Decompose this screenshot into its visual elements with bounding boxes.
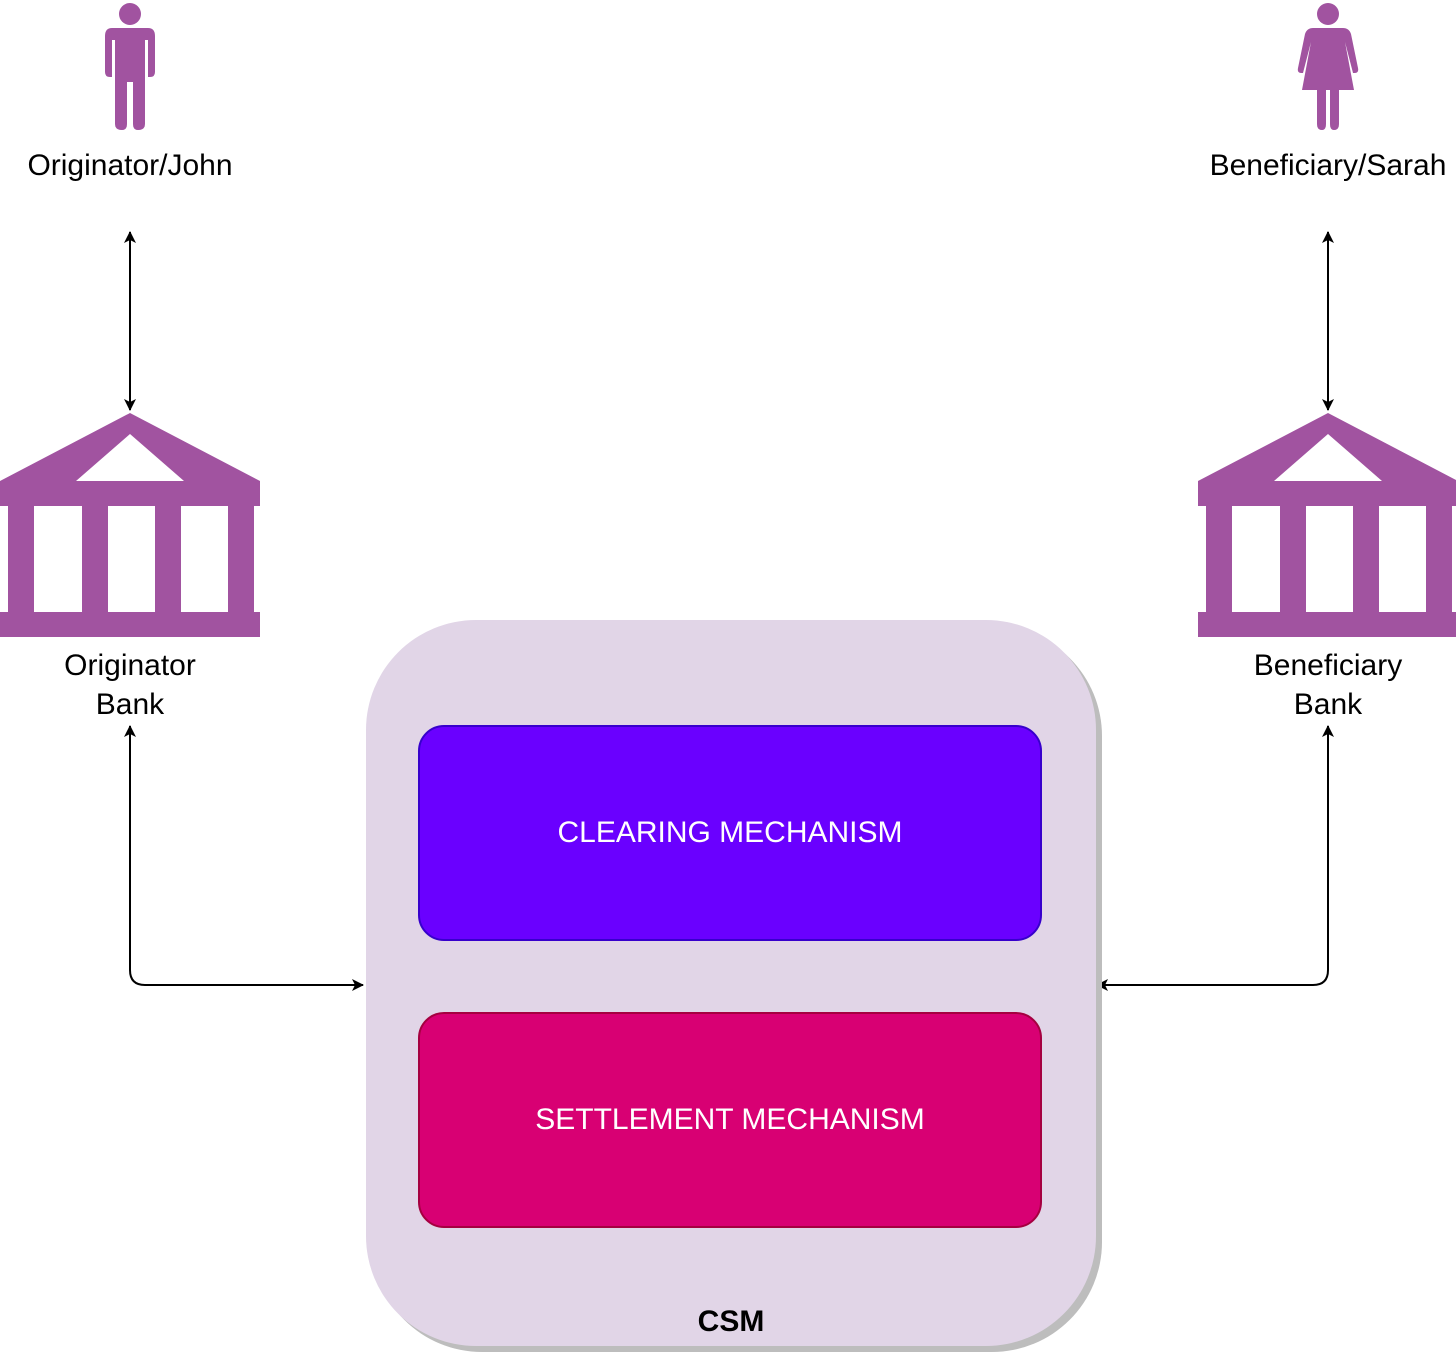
originator-bank-label-line1: Originator xyxy=(64,649,196,682)
beneficiary-bank-label-line2: Bank xyxy=(1293,688,1363,721)
settlement-mechanism-label: SETTLEMENT MECHANISM xyxy=(535,1103,925,1136)
beneficiary-person-label: Beneficiary/Sarah xyxy=(1209,149,1447,182)
bank-icon xyxy=(0,413,260,637)
woman-icon xyxy=(1297,3,1359,130)
edge-beneficiary-bank-csm xyxy=(1096,725,1334,991)
clearing-mechanism-label: CLEARING MECHANISM xyxy=(557,816,903,849)
clearing-mechanism-box: CLEARING MECHANISM xyxy=(418,725,1042,941)
man-icon xyxy=(105,3,155,130)
bank-icon xyxy=(1198,413,1456,637)
originator-bank-label-line2: Bank xyxy=(95,688,165,721)
settlement-mechanism-box: SETTLEMENT MECHANISM xyxy=(418,1012,1042,1228)
originator-person-label: Originator/John xyxy=(27,149,233,182)
originator-bank-label: Originator Bank xyxy=(10,646,250,724)
beneficiary-bank-label-line1: Beneficiary xyxy=(1253,649,1403,682)
edge-originator-bank-csm xyxy=(124,725,364,991)
csm-label: CSM xyxy=(697,1305,765,1338)
beneficiary-bank-label: Beneficiary Bank xyxy=(1208,646,1448,724)
